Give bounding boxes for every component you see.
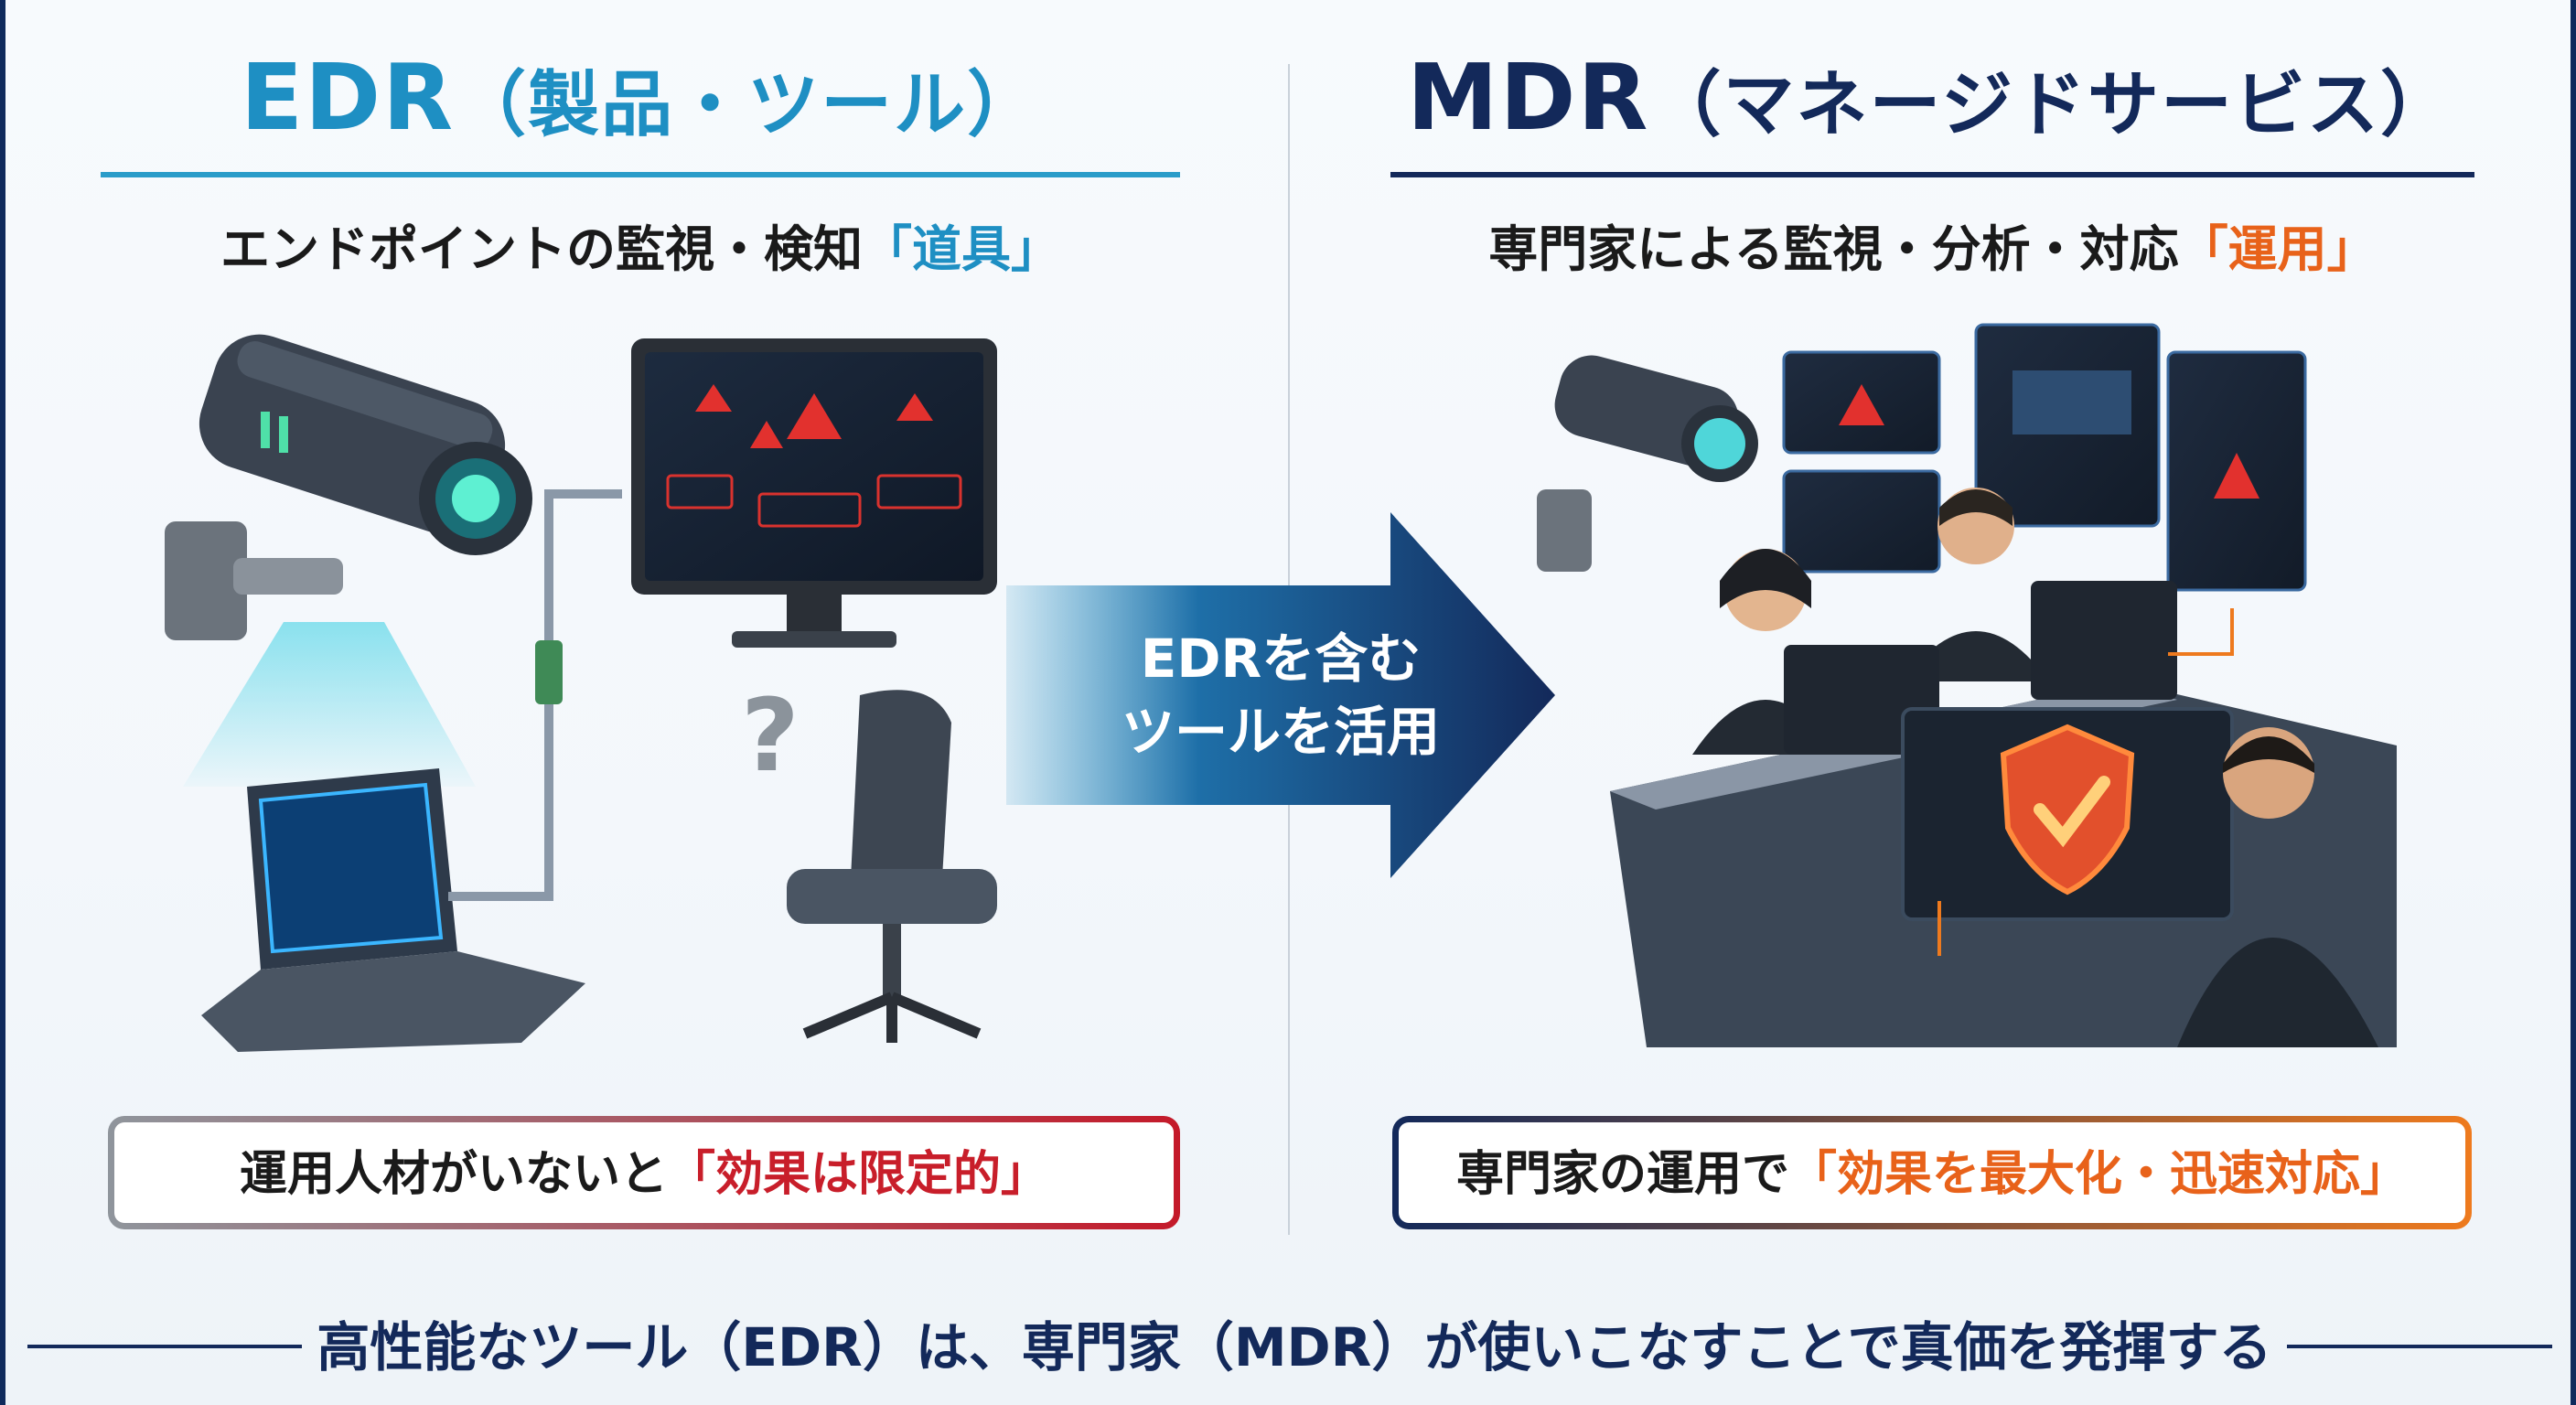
question-mark-icon: ? (741, 677, 800, 794)
edr-title-underline (101, 172, 1180, 177)
mdr-subtitle: 専門家による監視・分析・対応「運用」 (1488, 220, 2377, 278)
cable-node (535, 640, 563, 704)
mdr-title-underline (1390, 172, 2474, 177)
footer-rule-right (2287, 1345, 2552, 1348)
mdr-title: MDR（マネージドサービス） (1407, 44, 2453, 151)
edr-subtitle: エンドポイントの監視・検知「道具」 (220, 220, 1060, 278)
shield-check-monitor (1901, 707, 2234, 921)
security-camera-icon (165, 334, 532, 640)
analyst-headset-icon (2177, 727, 2378, 1047)
footer-summary: 高性能なツール（EDR）は、専門家（MDR）が使いこなすことで真価を発揮する (317, 1316, 2272, 1378)
laptop-icon (201, 768, 585, 1052)
analyst-monitor (1784, 645, 1939, 755)
analyst-monitor (2031, 581, 2177, 700)
edr-conclusion-box: 運用人材がいないと「効果は限定的」 (108, 1116, 1180, 1229)
security-camera-icon (1537, 355, 1758, 572)
camera-beam (183, 622, 476, 787)
flow-arrow (1006, 512, 1573, 878)
alert-monitor-icon (631, 338, 997, 648)
empty-chair-icon (787, 690, 997, 1043)
footer-rule-left (27, 1345, 302, 1348)
flow-arrow-icon (2168, 608, 2234, 656)
mdr-illustration (1537, 316, 2397, 1047)
soc-display-wall (1782, 323, 2307, 592)
edr-title: EDR（製品・ツール） (240, 44, 1041, 151)
edr-illustration (146, 311, 1061, 1079)
arrow-label: EDRを含む ツールを活用 (1121, 627, 1440, 763)
mdr-conclusion-box: 専門家の運用で「効果を最大化・迅速対応」 (1392, 1116, 2472, 1229)
